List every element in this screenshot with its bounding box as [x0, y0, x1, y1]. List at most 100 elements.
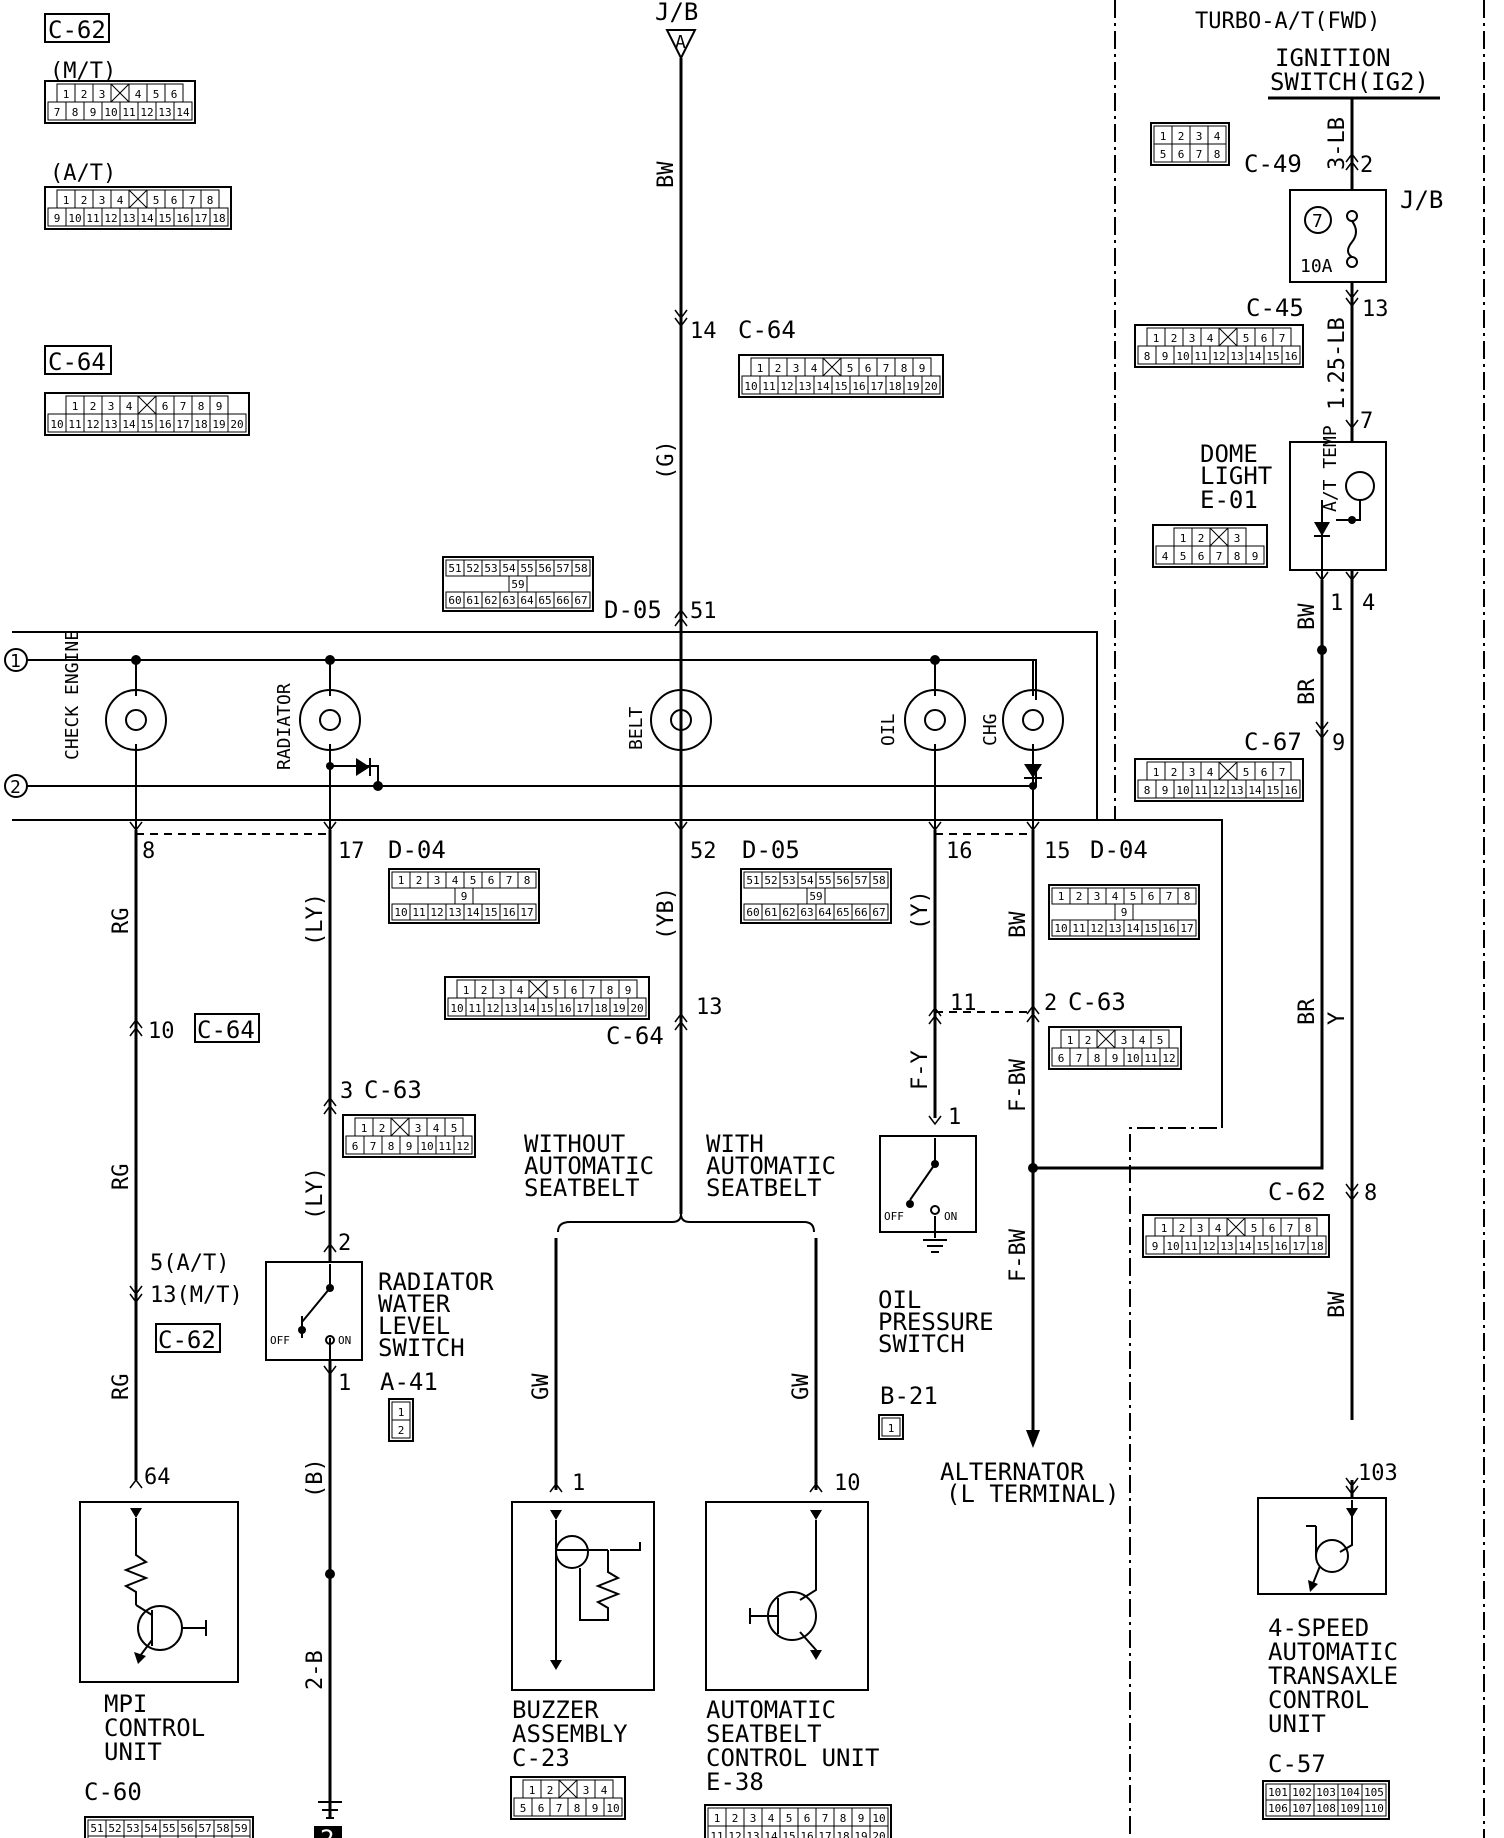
connector-pin: 16 [558, 1002, 571, 1015]
pin-1-oil: 1 [948, 1105, 961, 1130]
connector-pin: 5 [1243, 766, 1250, 779]
check-engine-circuit: 8 RG 10 C-64 RG 5(A/T) 13(M/T) C-62 RG 6… [79, 821, 260, 1806]
connector-pin: 11 [762, 380, 775, 393]
connector-pin: 14 [1248, 784, 1262, 797]
connector-pin: 13 [448, 906, 461, 919]
connector-pin: 5 [1180, 550, 1187, 563]
pin-10: 10 [148, 1019, 175, 1044]
connector-pin: 4 [452, 874, 459, 887]
rad-sw-label-2: WATER [378, 1290, 451, 1318]
connector-pin: 8 [524, 874, 531, 887]
connector-pin: 18 [836, 1830, 849, 1838]
connector-pin: 3 [793, 362, 800, 375]
connector-pin: 108 [1316, 1802, 1336, 1815]
connector-pin: 5 [1160, 148, 1167, 161]
connector-pin: 1 [63, 194, 70, 207]
oil-sw-label-3: SWITCH [878, 1330, 965, 1358]
connector-pin: 56 [180, 1822, 193, 1835]
connector-pin: 102 [1292, 1786, 1312, 1799]
pin-10-asb: 10 [834, 1471, 861, 1496]
connector-pin: 7 [189, 194, 196, 207]
connector-pin: 7 [883, 362, 890, 375]
connector-pin: 7 [822, 1812, 829, 1825]
connector-pin: 67 [574, 594, 587, 607]
connector-pin: 9 [858, 1812, 865, 1825]
top-left-connectors: C-62 (M/T) (A/T) C-64 [44, 13, 116, 376]
fuse-element [1347, 220, 1357, 258]
meter-lamps: CHECK ENGINE RADIATOR BELT OIL CHG [62, 630, 1064, 830]
connector-pin: 2 [1179, 1222, 1186, 1235]
connector-c60: 515253545556575859606162636465666768 [84, 1816, 254, 1838]
c63-right-label: C-63 [1068, 988, 1126, 1016]
connector-pin: 4 [135, 88, 142, 101]
mpi-control-unit-box [79, 1501, 239, 1683]
connector-pin: 3 [1197, 1222, 1204, 1235]
connector-pin: 1 [361, 1122, 368, 1135]
wire-gw-2: GW [789, 1373, 814, 1400]
connector-pin: 4 [601, 1784, 608, 1797]
tcu-label-2: AUTOMATIC [1268, 1638, 1398, 1666]
connector-pin: 2 [81, 194, 88, 207]
connector-pin: 64 [818, 906, 832, 919]
connector-pin: 59 [809, 890, 822, 903]
connector-pin: 12 [104, 212, 117, 225]
connector-pin: 6 [1058, 1052, 1065, 1065]
c64-mid-label: C-64 [606, 1022, 664, 1050]
connector-pin: 2 [379, 1122, 386, 1135]
connector-pin: 12 [1162, 1052, 1175, 1065]
connector-pin: 13 [104, 418, 117, 431]
d04-right-label: D-04 [1090, 836, 1148, 864]
wire-b: (B) [303, 1458, 328, 1498]
connector-pin: 14 [122, 418, 136, 431]
c64-top-label: C-64 [738, 316, 796, 344]
connector-pin: 19 [906, 380, 919, 393]
connector-pin: 15 [1144, 922, 1157, 935]
connector-pin: 2 [416, 874, 423, 887]
connector-pin: 10 [606, 1802, 619, 1815]
connector-pin: 14 [1126, 922, 1140, 935]
connector-pin: 9 [90, 106, 97, 119]
connector-pin: 14 [466, 906, 480, 919]
connector-pin: 13 [122, 212, 135, 225]
pin-8: 8 [142, 839, 155, 864]
connector-pin: 14 [764, 1830, 778, 1838]
at-temp-label: A/T TEMP [1320, 425, 1341, 512]
connector-pin: 15 [484, 906, 497, 919]
wire-br-right: BR [1295, 678, 1320, 705]
connector-pin: 19 [212, 418, 225, 431]
connector-pin: 1 [1161, 1222, 1168, 1235]
pin2-ign-mark [1345, 152, 1359, 171]
jb-fuse-box [1289, 189, 1387, 283]
connector-pin: 66 [854, 906, 867, 919]
connector-pin: 1 [1180, 532, 1187, 545]
connector-pin: 11 [710, 1830, 723, 1838]
connector-pin: 6 [865, 362, 872, 375]
connector-pin: 65 [836, 906, 849, 919]
connector-pin: 58 [872, 874, 885, 887]
with-2: AUTOMATIC [706, 1152, 836, 1180]
connector-pin: 5 [520, 1802, 527, 1815]
connector-pin: 12 [86, 418, 99, 431]
connector-pin: 16 [800, 1830, 813, 1838]
wire-125lb: 1.25-LB [1325, 317, 1350, 410]
jb-top-triangle [665, 29, 697, 61]
wire-y-right: Y [1325, 1012, 1350, 1025]
meter-enclosure [12, 631, 1223, 1128]
asb-label-4: E-38 [706, 1768, 764, 1796]
rad-sw-label-4: SWITCH [378, 1334, 465, 1362]
connector-pin: 11 [1144, 1052, 1157, 1065]
ignition-chain: IGNITION SWITCH(IG2) 3-LB 2 C-49 7 10A J… [1033, 44, 1443, 1778]
lamp-check-engine: CHECK ENGINE [62, 630, 83, 760]
fuse-number: 7 [1312, 211, 1323, 232]
connector-pin: 6 [538, 1802, 545, 1815]
connector-pin: 12 [456, 1140, 469, 1153]
pin14-mark [674, 309, 688, 328]
without-3: SEATBELT [524, 1174, 640, 1202]
pin-13-c64: 13 [696, 995, 723, 1020]
connector-pin: 13 [1230, 784, 1243, 797]
c64-left-label: C-64 [48, 348, 106, 376]
connector-pin: 8 [1144, 350, 1151, 363]
connector-pin: 104 [1340, 1786, 1360, 1799]
